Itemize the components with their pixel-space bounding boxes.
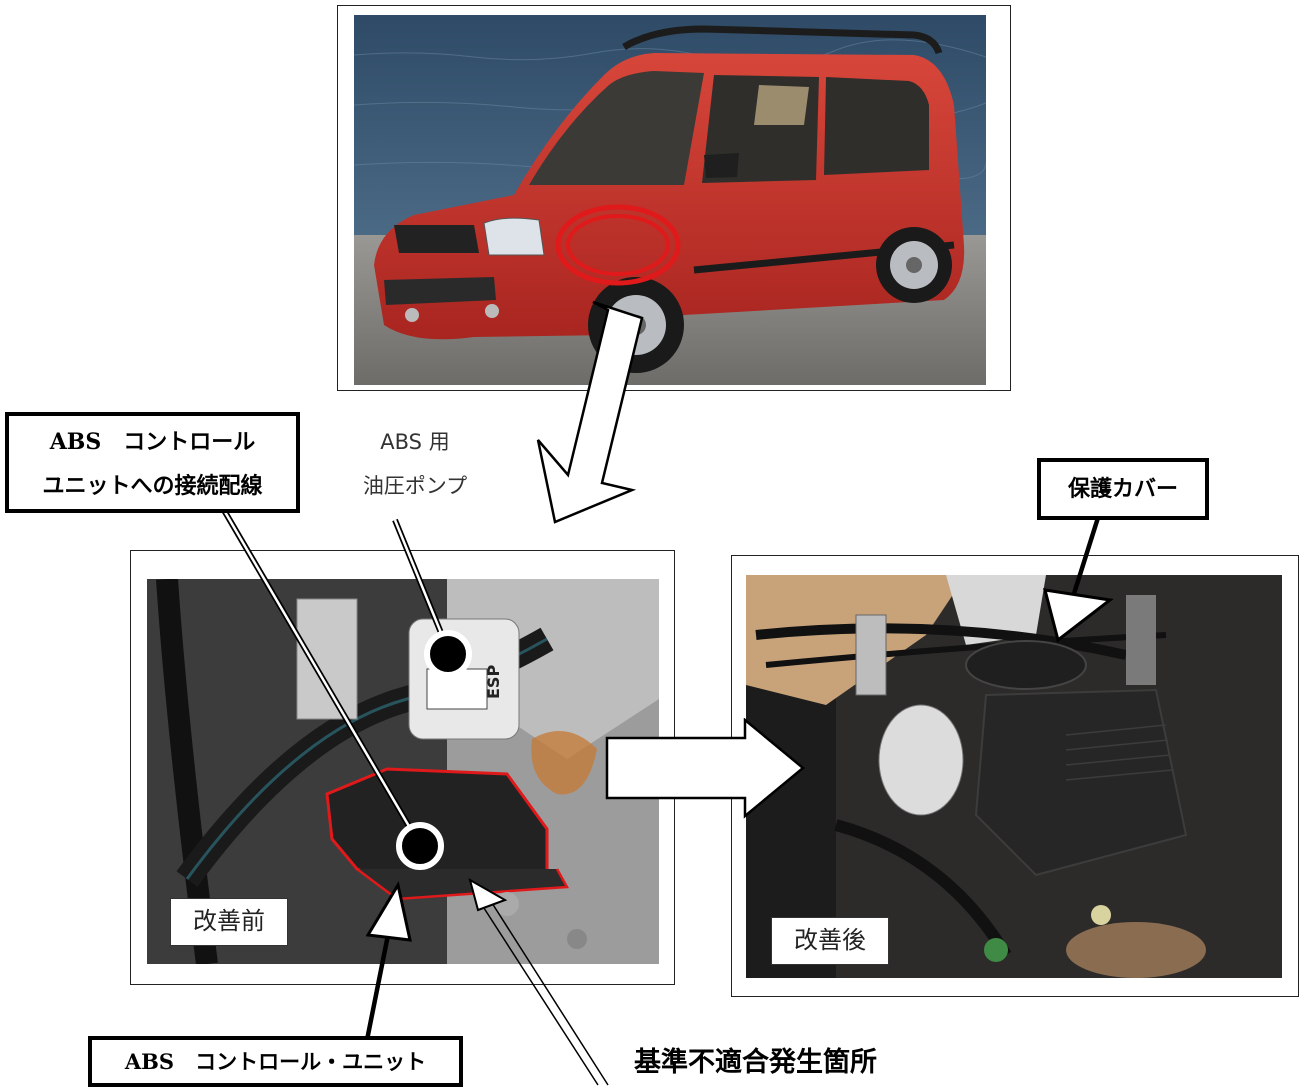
after-label: 改善後 <box>771 917 889 965</box>
highlight-ellipse <box>555 204 681 286</box>
cover-arrowhead <box>1042 588 1114 643</box>
wiring-callout-line2: ユニットへの接続配線 <box>42 473 263 499</box>
pump-marker <box>424 630 472 678</box>
right-arrow <box>605 718 805 819</box>
car-photo <box>354 15 986 385</box>
cover-callout-text: 保護カバー <box>1067 476 1178 502</box>
wiring-callout: ABS コントロール ユニットへの接続配線 <box>5 412 300 513</box>
after-photo <box>746 575 1282 978</box>
esp-sticker-text: ESP <box>484 665 503 699</box>
after-label-text: 改善後 <box>794 926 866 954</box>
control-unit-callout: ABS コントロール・ユニット <box>88 1036 463 1087</box>
pump-label: ABS 用 油圧ポンプ <box>335 420 495 508</box>
down-arrow <box>536 300 644 524</box>
before-label-text: 改善前 <box>193 907 265 935</box>
before-label: 改善前 <box>170 898 288 946</box>
wiring-callout-line1: ABS コントロール <box>49 429 256 455</box>
cover-callout: 保護カバー <box>1037 458 1209 520</box>
wiring-marker <box>396 822 444 870</box>
unit-arrowhead <box>365 880 412 942</box>
pump-label-line2: 油圧ポンプ <box>362 474 468 498</box>
defect-location-label: 基準不適合発生箇所 <box>634 1047 877 1078</box>
defect-arrowhead <box>468 877 508 912</box>
pump-label-line1: ABS 用 <box>380 430 450 454</box>
control-unit-callout-text: ABS コントロール・ユニット <box>124 1049 427 1074</box>
